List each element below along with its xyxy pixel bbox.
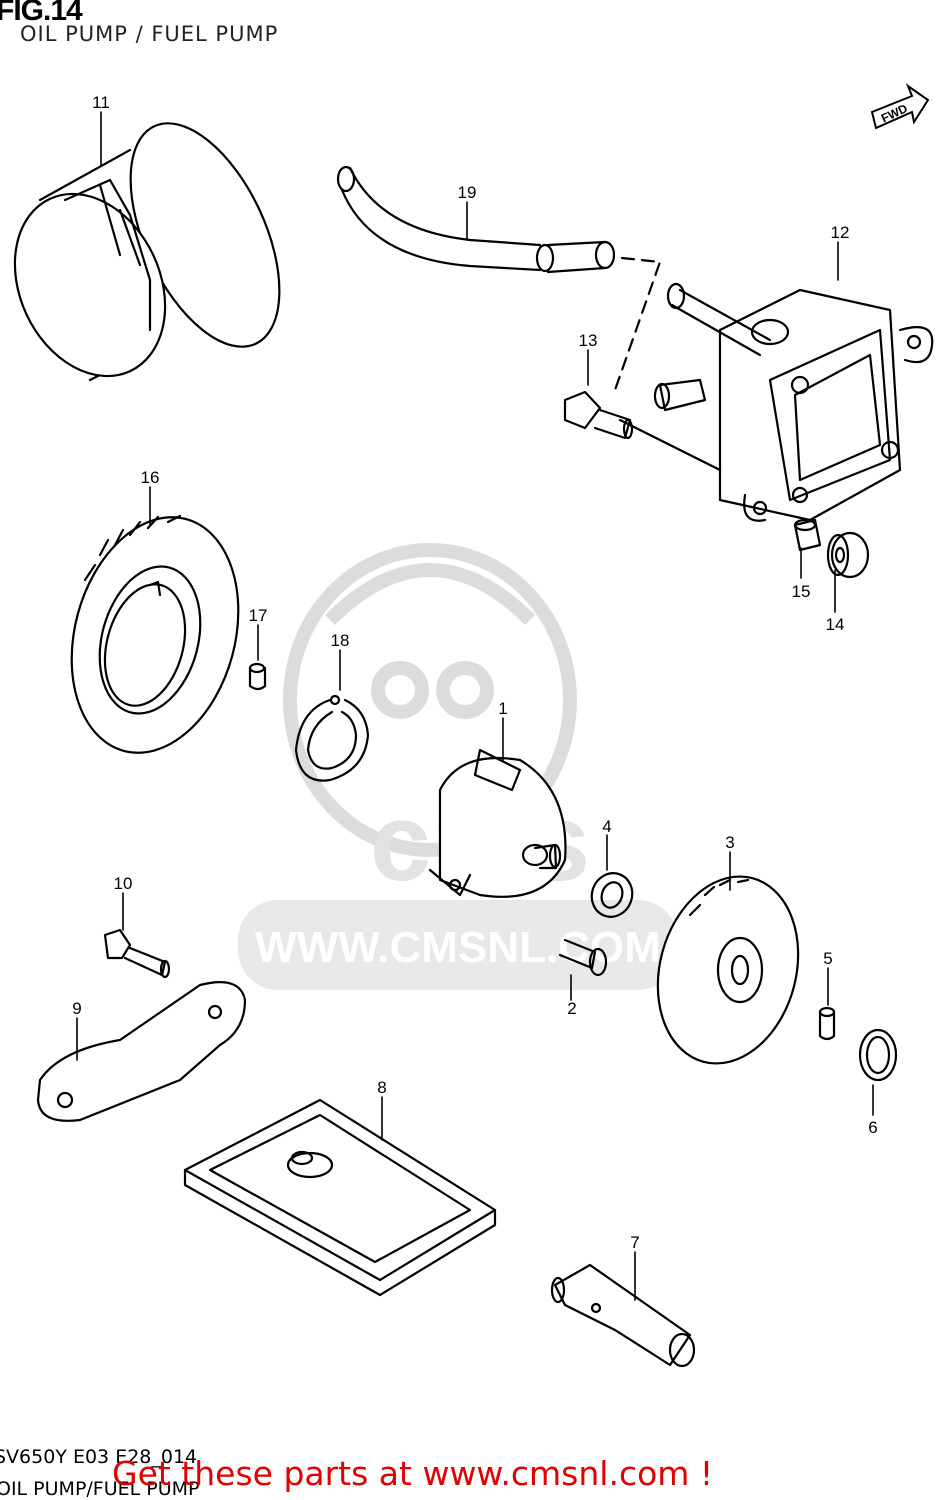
part-10-bolt: [103, 928, 171, 979]
part-19-fuel-hose: [336, 165, 662, 392]
part-16-sprocket: [70, 514, 240, 754]
model-code: SV650Y E03 E28_014: [0, 1446, 198, 1468]
part-2-screw: [558, 938, 608, 977]
watermark-text: WWW.CMSNL.COM: [255, 923, 661, 972]
callout-2: 2: [567, 999, 576, 1018]
callout-leaders: [76, 111, 874, 1301]
callout-11: 11: [92, 93, 110, 112]
part-9-cover-plate: [36, 981, 247, 1122]
callout-13: 13: [579, 331, 598, 350]
callout-labels: 11 19 12 13 16 15 14 17 18 1 4 3 10 5 2 …: [72, 93, 877, 1252]
watermark-banner: [238, 900, 678, 990]
callout-18: 18: [331, 631, 350, 650]
promo-link[interactable]: Get these parts at www.cmsnl.com !: [112, 1454, 714, 1493]
part-7-oil-fitting: [550, 1263, 696, 1368]
fwd-arrow-icon: FWD: [870, 83, 930, 130]
callout-9: 9: [72, 999, 81, 1018]
part-8-oil-strainer: [183, 1098, 497, 1297]
callout-16: 16: [141, 468, 160, 487]
part-4-washer: [590, 872, 634, 918]
callout-10: 10: [114, 874, 133, 893]
part-15-collar: [793, 518, 822, 552]
part-17-dowel-pin: [248, 662, 267, 691]
part-3-oil-pump-gear: [656, 875, 800, 1065]
part-12-fuel-pump: [618, 282, 934, 522]
figure-label: FIG.14: [0, 0, 83, 27]
callout-3: 3: [725, 833, 734, 852]
callout-12: 12: [831, 223, 850, 242]
page-subtitle: OIL PUMP / FUEL PUMP: [20, 22, 279, 46]
part-1-oil-pump: [428, 748, 567, 898]
watermark-logo: [283, 543, 577, 857]
callout-6: 6: [868, 1118, 877, 1137]
part-14-grommet: [826, 531, 870, 579]
part-6-circlip: [858, 1028, 898, 1082]
callout-19: 19: [458, 183, 477, 202]
fwd-label: FWD: [879, 101, 910, 125]
part-5-pin: [818, 1006, 836, 1041]
callout-1: 1: [498, 699, 507, 718]
callout-15: 15: [792, 582, 811, 601]
part-11-oil-filter: [13, 122, 281, 382]
callout-8: 8: [377, 1078, 386, 1097]
callout-4: 4: [602, 817, 611, 836]
callout-7: 7: [630, 1233, 639, 1252]
part-13-bolt: [563, 390, 634, 440]
part-18-circlip: [294, 694, 370, 782]
footer-diagram-title: OIL PUMP/FUEL PUMP: [0, 1478, 200, 1500]
callout-5: 5: [823, 949, 832, 968]
callout-17: 17: [249, 606, 268, 625]
callout-14: 14: [826, 615, 845, 634]
